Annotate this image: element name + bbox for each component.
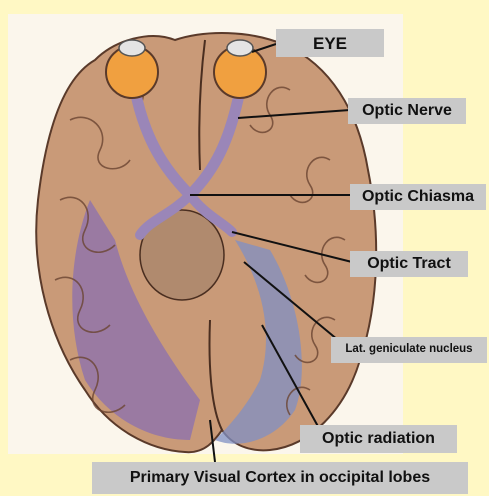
label-optic-nerve: Optic Nerve: [348, 98, 466, 124]
label-lat-geniculate-nucleus: Lat. geniculate nucleus: [331, 337, 487, 363]
label-optic-chiasma: Optic Chiasma: [350, 184, 486, 210]
label-primary-visual-cortex: Primary Visual Cortex in occipital lobes: [92, 462, 468, 494]
label-optic-tract: Optic Tract: [350, 251, 468, 277]
label-eye: EYE: [276, 29, 384, 57]
label-optic-radiation: Optic radiation: [300, 425, 457, 453]
